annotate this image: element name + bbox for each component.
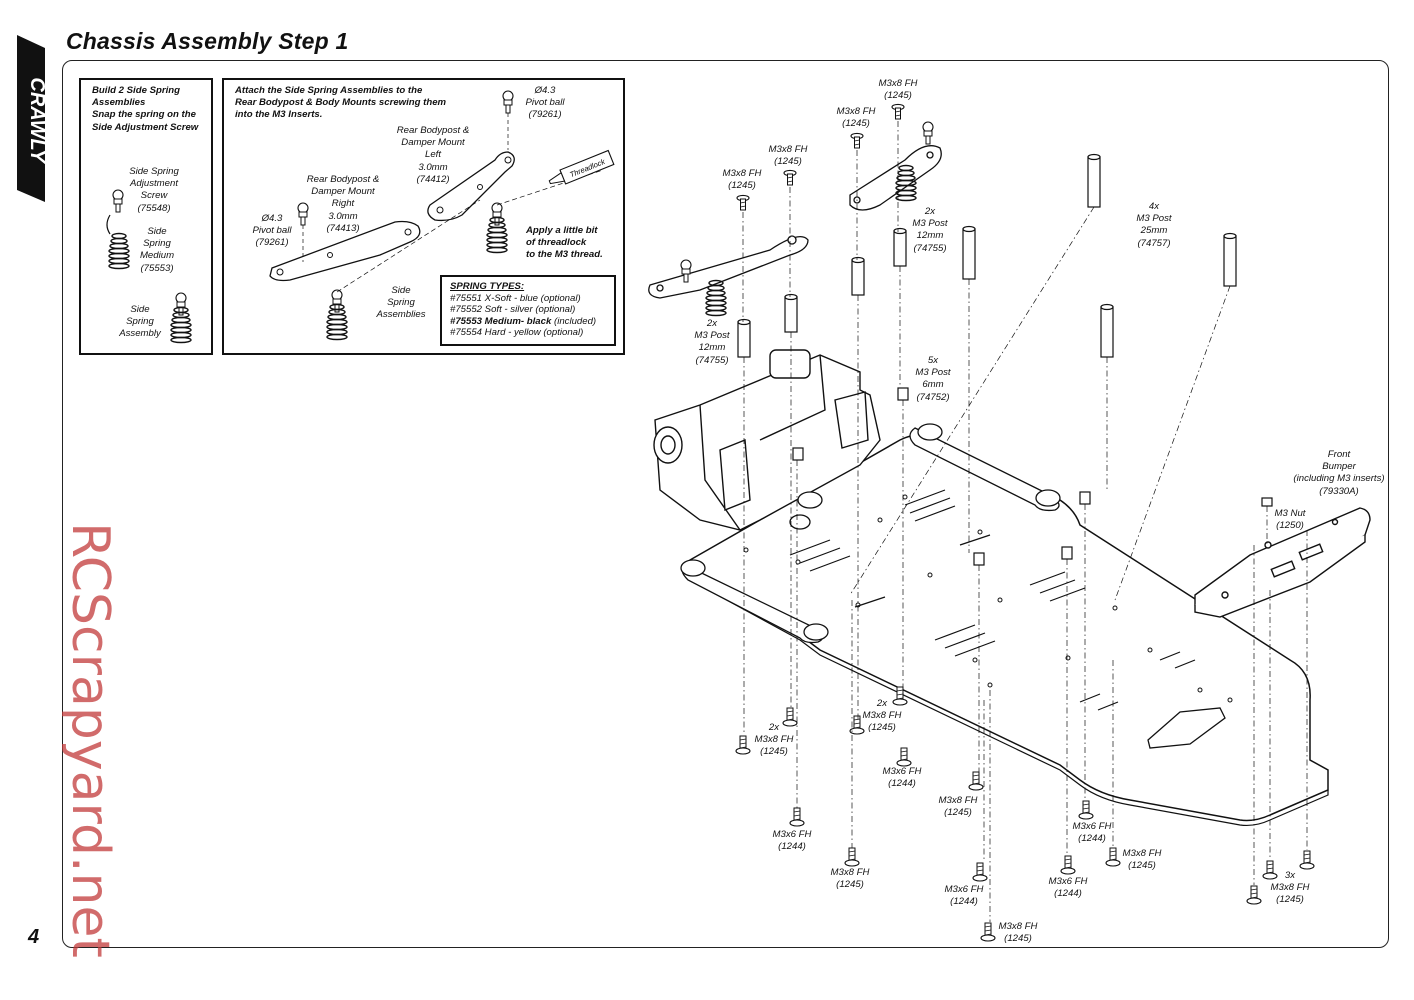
callout-label: M3x8 FH (1245) [830,867,870,891]
spring-assembly-center-icon [486,202,508,254]
callout-label: M3 Nut (1250) [1274,508,1306,532]
label-mount-right: Rear Bodypost & Damper Mount Right 3.0mm… [306,174,380,234]
callout-label: 4x M3 Post 25mm (74757) [1136,201,1172,249]
snap-arrow-icon [106,214,111,235]
callout-label: 2x M3x8 FH (1245) [754,722,794,758]
mount-left-part [427,151,515,222]
callout-label: M3x8 FH (1245) [836,106,876,130]
callout-label: 2x M3 Post 12mm (74755) [694,318,730,366]
adjustment-screw-icon [112,189,124,213]
page-title: Chassis Assembly Step 1 [66,28,349,54]
callout-label: 2x M3x8 FH (1245) [862,698,902,734]
mount-right-part [269,220,421,282]
callout-label: M3x6 FH (1244) [772,829,812,853]
callout-label: M3x8 FH (1245) [1122,848,1162,872]
threadlock-note: Apply a little bit of threadlock to the … [526,225,603,261]
inset-build-springs [79,78,213,355]
label-adjustment-screw: Side Spring Adjustment Screw (75548) [129,166,179,214]
chassis-holes [743,494,1233,703]
pivot-ball-top-icon [502,90,514,114]
spring-type-item: #75554 Hard - yellow (optional) [450,327,584,339]
m3-post-25mm [962,153,1237,358]
label-mount-left: Rear Bodypost & Damper Mount Left 3.0mm … [396,125,470,185]
front-bumper [1194,507,1371,618]
inset-right-instruction: Attach the Side Spring Assemblies to the… [235,85,447,121]
label-pivot-ball-left: Ø4.3 Pivot ball (79261) [252,213,292,249]
side-link-rear [680,559,829,644]
inset-left-instruction: Build 2 Side Spring Assemblies Snap the … [92,85,199,133]
label-side-spring-assemblies: Side Spring Assemblies [376,285,426,321]
spring-assembly-left-icon [326,289,348,341]
side-link-front [909,423,1061,512]
m3-post-12mm [737,227,907,358]
callout-label: 2x M3 Post 12mm (74755) [912,206,948,254]
pivot-ball-left-icon [297,202,309,226]
spring-type-item: #75552 Soft - silver (optional) [450,304,576,316]
callout-label: M3x8 FH (1245) [878,78,918,102]
label-spring-assembly: Side Spring Assembly [119,304,161,340]
callout-label: M3x8 FH (1245) [938,795,978,819]
inset-attach-springs [222,78,625,355]
m3-nut-icon [1261,497,1273,507]
spring-types-title: SPRING TYPES: [450,281,525,292]
chassis-slots [789,489,1196,711]
callout-label: Front Bumper (including M3 inserts) (793… [1293,449,1385,497]
crawly-logo: CRAWLY [17,35,48,202]
side-link-middle [789,491,823,530]
diagram-frame [62,60,1389,948]
threadlock-tube-icon: Threadlock [548,149,615,185]
assembly-guide-lines [742,121,1308,922]
callout-label: M3x8 FH (1245) [768,144,808,168]
callout-label: M3x6 FH (1244) [1048,876,1088,900]
label-side-spring: Side Spring Medium (75553) [139,226,175,274]
callout-label: M3x8 FH (1245) [722,168,762,192]
side-spring-icon [108,232,130,270]
spring-type-item: #75553 Medium- black (included) [450,315,597,327]
label-pivot-ball-top: Ø4.3 Pivot ball (79261) [525,85,565,121]
spring-type-item: #75551 X-Soft - blue (optional) [450,293,581,304]
top-mount-left [648,235,809,299]
side-spring-assembly-icon [170,292,192,344]
callout-label: M3x6 FH (1244) [944,884,984,908]
callout-label: M3x8 FH (1245) [998,921,1038,945]
callout-label: 3x M3x8 FH (1245) [1270,870,1310,906]
watermark: RCScrapyard.net [60,522,120,958]
callout-label: M3x6 FH (1244) [882,766,922,790]
callout-label: M3x6 FH (1244) [1072,821,1112,845]
logo-text: CRAWLY [26,77,48,164]
m3-post-6mm [792,387,1091,566]
watermark-text: RCScrapyard.net [60,522,120,958]
page-number: 4 [28,926,40,948]
spring-types-box: SPRING TYPES: #75551 X-Soft - blue (opti… [440,275,616,346]
callout-label: 5x M3 Post 6mm (74752) [915,355,951,403]
spring-type-highlight: #75553 Medium- black [450,315,552,327]
rear-bulkhead [653,349,881,531]
top-mount-right [849,145,942,211]
